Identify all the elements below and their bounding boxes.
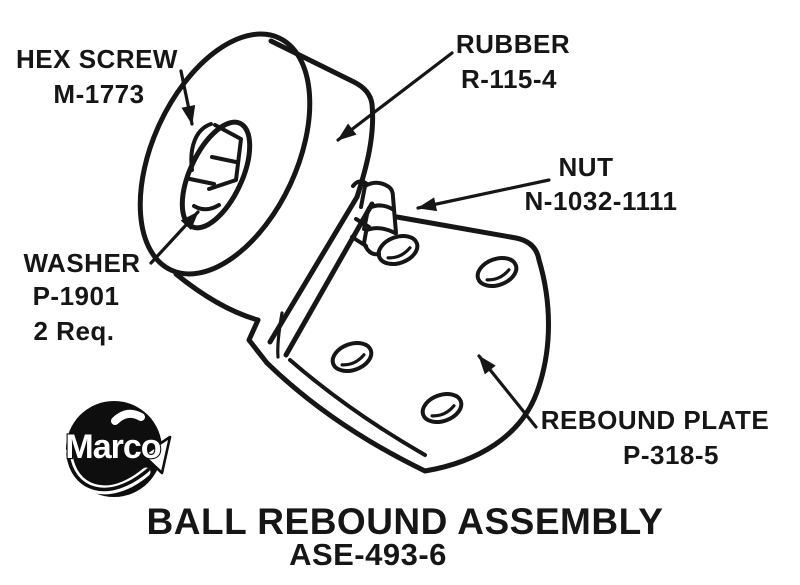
- rebound-plate-label: REBOUND PLATE: [541, 405, 769, 435]
- diagram-subtitle: ASE-493-6: [289, 537, 447, 572]
- screw-slot-line: [210, 155, 238, 164]
- rubber-back-edge: [267, 194, 360, 345]
- mounting-hole: [330, 340, 374, 374]
- washer-drawing: [179, 119, 253, 231]
- hole-outline: [330, 340, 374, 374]
- plate-bend-line: [288, 358, 427, 457]
- nut-label: NUT: [559, 152, 614, 182]
- marco-logo: Marco: [63, 401, 172, 497]
- flange-top-cap: [351, 179, 369, 188]
- flange-front-edge: [283, 201, 375, 358]
- mounting-hole: [420, 391, 464, 425]
- mounting-hole: [475, 255, 519, 289]
- hex-screw-leader-arrow: [179, 69, 196, 126]
- rebound-plate-drawing: [246, 179, 551, 474]
- screw-head-left-arc: [189, 122, 213, 172]
- nut-leader-arrow: [416, 178, 551, 212]
- nut-top-right-edge: [363, 180, 398, 235]
- washer-part: P-1901: [33, 281, 120, 311]
- stud-thread-line-2: [350, 235, 368, 248]
- hole-slot-line: [386, 246, 412, 260]
- hex-screw-part: M-1773: [53, 79, 144, 109]
- flange-corner: [246, 317, 270, 366]
- hole-slot-line: [485, 268, 511, 282]
- hole-outline: [420, 391, 464, 425]
- logo-highlight-dash: [111, 409, 145, 425]
- nut-left-edge-1: [359, 184, 367, 209]
- rubber-label: RUBBER: [456, 29, 570, 59]
- screw-head-outline: [207, 123, 243, 191]
- flange-inner-corner-line: [276, 311, 284, 359]
- washer-label: WASHER: [23, 248, 140, 278]
- rebound-plate-leader-arrow: [477, 354, 538, 429]
- rubber-part: R-115-4: [461, 64, 557, 94]
- hex-screw-label: HEX SCREW: [16, 44, 178, 74]
- diagram-title: BALL REBOUND ASSEMBLY: [147, 501, 664, 542]
- logo-swoosh-arc: [66, 452, 150, 492]
- rubber-bottom-silhouette: [173, 271, 261, 323]
- hex-screw-drawing: [188, 122, 243, 212]
- rebound-plate-part: P-318-5: [623, 440, 719, 470]
- logo-text: Marco: [65, 428, 160, 466]
- mounting-holes: [330, 233, 519, 425]
- washer-qty: 2 Req.: [33, 316, 114, 346]
- plate-outline: [264, 214, 551, 474]
- washer-leader-arrow: [149, 210, 200, 265]
- nut-facet-line-1: [367, 203, 396, 212]
- rubber-top-silhouette: [268, 38, 376, 200]
- mounting-hole: [376, 233, 420, 267]
- stud-thread-line-1: [354, 217, 371, 229]
- rubber-front-face-outline: [137, 31, 313, 277]
- hole-slot-line: [340, 353, 366, 367]
- hole-outline: [376, 233, 420, 267]
- rubber-leader-arrow: [336, 51, 454, 142]
- logo-arrowhead-icon: [141, 435, 172, 475]
- nut-part: N-1032-1111: [525, 186, 678, 216]
- nut-drawing: [350, 180, 398, 257]
- nut-facet-line-2: [365, 226, 397, 235]
- hole-slot-line: [430, 404, 456, 418]
- screw-bottom-arc: [192, 203, 221, 212]
- rubber-bumper-drawing: [137, 31, 376, 345]
- screw-facet-line: [188, 177, 216, 186]
- hole-outline: [475, 255, 519, 289]
